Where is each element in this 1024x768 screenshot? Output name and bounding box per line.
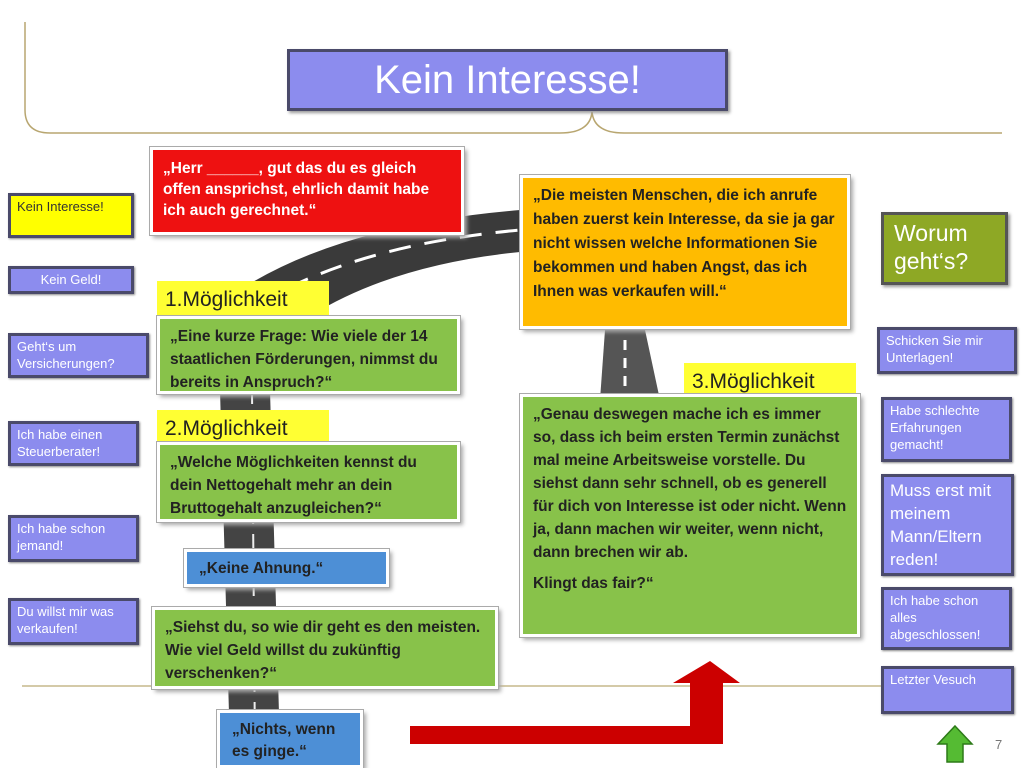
- response-box-red: „Herr ______, gut das du es gleich offen…: [149, 146, 465, 236]
- menu-letzter-versuch[interactable]: Letzter Vesuch: [881, 666, 1014, 714]
- page-title: Kein Interesse!: [287, 49, 728, 111]
- menu-mann-eltern[interactable]: Muss erst mit meinem Mann/Eltern reden!: [881, 474, 1014, 576]
- menu-kein-interesse[interactable]: Kein Interesse!: [8, 193, 134, 238]
- option1-label: 1.Möglichkeit: [157, 281, 329, 319]
- menu-steuerberater[interactable]: Ich habe einen Steuerberater!: [8, 421, 139, 466]
- option3-closing: Klingt das fair?“: [533, 575, 654, 592]
- answer-nichts: „Nichts, wenn es ginge.“: [216, 709, 364, 768]
- followup-box: „Siehst du, so wie dir geht es den meist…: [151, 606, 499, 690]
- home-arrow-icon[interactable]: [936, 724, 974, 764]
- option3-text: „Genau deswegen mache ich es immer so, d…: [533, 406, 847, 561]
- page-number: 7: [995, 737, 1003, 752]
- menu-schlechte-erfahrungen[interactable]: Habe schlechte Erfahrungen gemacht!: [881, 397, 1012, 462]
- menu-schon-jemand[interactable]: Ich habe schon jemand!: [8, 515, 139, 562]
- option2-label: 2.Möglichkeit: [157, 410, 329, 448]
- explanation-box-orange: „Die meisten Menschen, die ich anrufe ha…: [519, 174, 851, 330]
- menu-alles-abgeschlossen[interactable]: Ich habe schon alles abgeschlossen!: [881, 587, 1012, 650]
- reply-keine-ahnung: „Keine Ahnung.“: [183, 548, 390, 588]
- option2-box: „Welche Möglichkeiten kennst du dein Net…: [156, 441, 461, 523]
- menu-verkaufen[interactable]: Du willst mir was verkaufen!: [8, 598, 139, 645]
- red-arrow-icon: [410, 661, 740, 744]
- option1-box: „Eine kurze Frage: Wie viele der 14 staa…: [156, 315, 461, 395]
- menu-kein-geld[interactable]: Kein Geld!: [8, 266, 134, 294]
- menu-unterlagen[interactable]: Schicken Sie mir Unterlagen!: [877, 327, 1017, 374]
- worum-gehts-button[interactable]: Worum geht‘s?: [881, 212, 1008, 285]
- menu-versicherungen[interactable]: Geht‘s um Versicherungen?: [8, 333, 149, 378]
- option3-box: „Genau deswegen mache ich es immer so, d…: [519, 393, 861, 638]
